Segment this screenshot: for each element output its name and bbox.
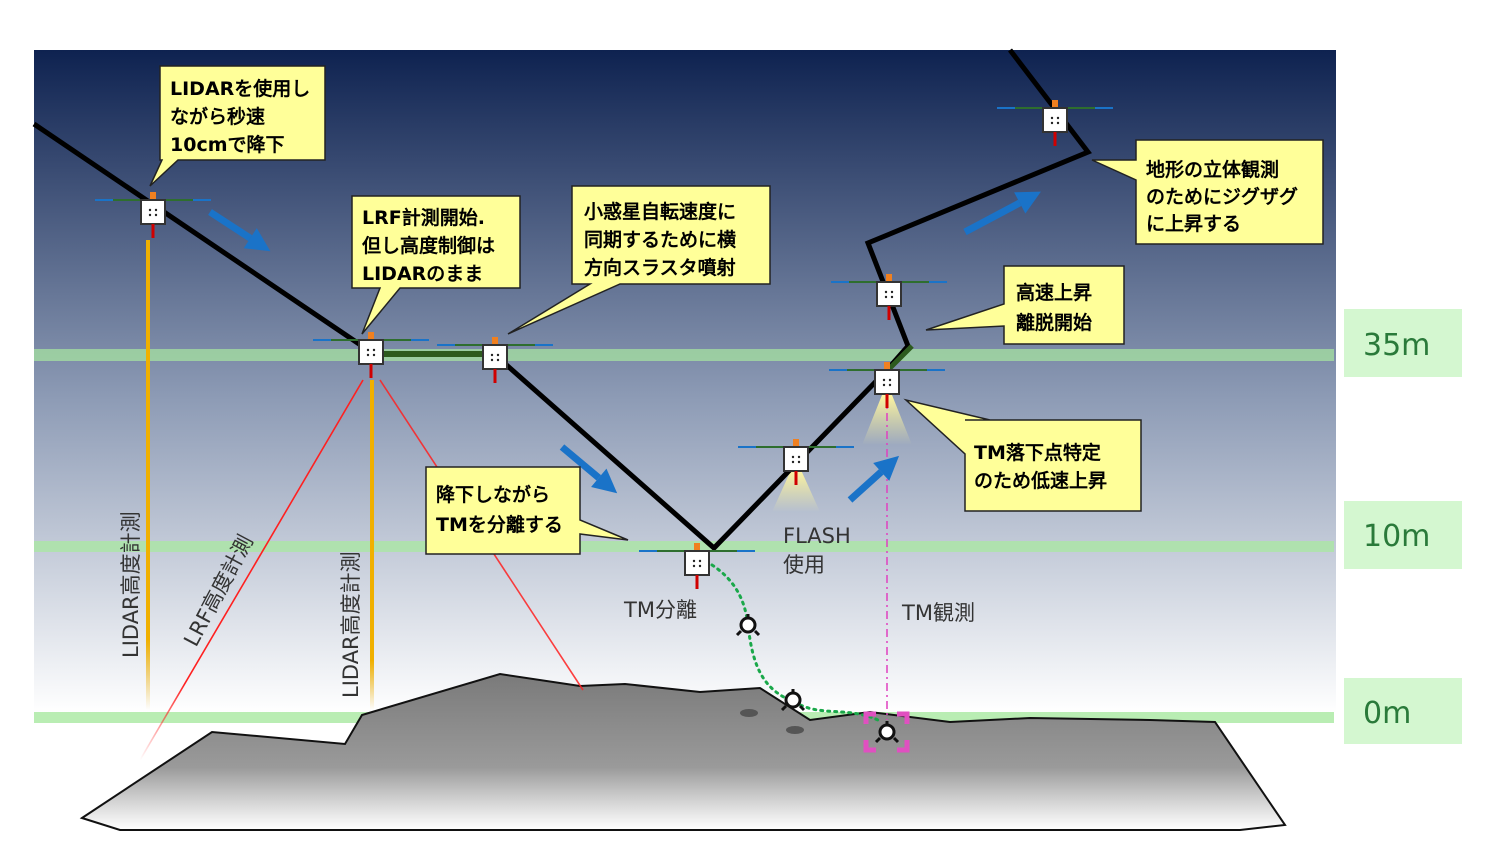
callout-line: 但し高度制御は [362, 234, 495, 257]
tm-fall-path [710, 563, 884, 724]
spacecraft-trajectory [492, 48, 1092, 552]
callout-line: のため低速上昇 [974, 469, 1107, 492]
label-flash-use: 使用 [783, 553, 825, 577]
callout-line: 方向スラスタ噴射 [584, 256, 736, 279]
direction-arrow [963, 191, 1041, 236]
hover-segment [886, 344, 914, 372]
terrain-boulder [740, 709, 758, 717]
altitude-band-10m [34, 541, 1334, 552]
callout-lidar-descent: LIDARを使用し ながら秒速 10cmで降下 [149, 65, 326, 187]
callout-line: ながら秒速 [170, 105, 265, 128]
tm-detection-frame [863, 711, 910, 753]
direction-arrow [559, 444, 618, 494]
callout-line: 離脱開始 [1016, 311, 1092, 334]
callout-separate-tm: 降下しながら TMを分離する [425, 466, 629, 555]
callout-line: 同期するために横 [584, 228, 737, 251]
flash-cone [772, 470, 820, 512]
svg-text:10m: 10m [1363, 519, 1430, 554]
callout-fast-ascent: 高速上昇 離脱開始 [925, 265, 1125, 345]
svg-text:35m: 35m [1363, 328, 1430, 363]
callout-line: 降下しながら [436, 483, 550, 506]
altitude-label-0m: 0m [1344, 678, 1462, 744]
label-tm-observation: TM観測 [901, 601, 975, 625]
callout-line: 10cmで降下 [170, 133, 285, 156]
svg-text:0m: 0m [1363, 696, 1411, 731]
lrf-beam [139, 379, 364, 761]
callout-line: TM落下点特定 [974, 441, 1101, 464]
callout-line: 地形の立体観測 [1146, 158, 1279, 181]
altitude-band-35m [34, 349, 1334, 361]
label-lidar-measurement: LIDAR高度計測 [339, 551, 363, 698]
callout-line: のためにジグザグ [1146, 185, 1298, 208]
lidar-beam [146, 240, 150, 710]
callout-line: 小惑星自転速度に [584, 200, 736, 223]
direction-arrow [847, 455, 900, 503]
callout-tm-locate: TM落下点特定 のため低速上昇 [903, 398, 1142, 512]
altitude-label-35m: 35m [1344, 309, 1462, 377]
callout-line: に上昇する [1146, 213, 1241, 235]
terrain-boulder [786, 726, 804, 734]
callout-zigzag: 地形の立体観測 のためにジグザグ に上昇する [1091, 139, 1324, 245]
callout-lrf-start: LRF計測開始. 但し高度制御は LIDARのまま [351, 195, 521, 335]
altitude-label-10m: 10m [1344, 501, 1462, 569]
label-flash: FLASH [783, 524, 851, 548]
callout-line: LIDARを使用し [170, 78, 310, 100]
label-lidar-measurement: LIDAR高度計測 [119, 511, 143, 658]
asteroid-terrain [79, 672, 1287, 831]
callout-line: TMを分離する [436, 513, 563, 536]
callout-line: 高速上昇 [1016, 281, 1092, 304]
lidar-beam [370, 380, 374, 710]
label-tm-separation: TM分離 [623, 598, 697, 622]
callout-line: LRF計測開始. [362, 206, 485, 229]
direction-arrow [208, 209, 271, 252]
callout-line: LIDARのまま [362, 263, 483, 285]
callout-sync-rotation: 小惑星自転速度に 同期するために横 方向スラスタ噴射 [507, 185, 771, 335]
